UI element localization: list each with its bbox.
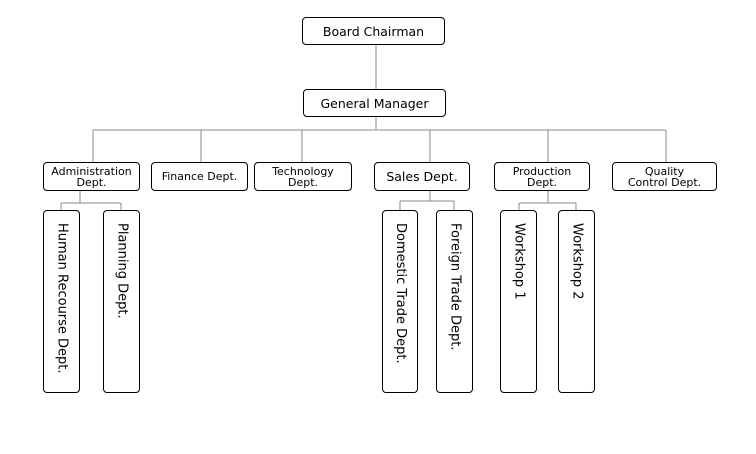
foreign-trade-dept-box: Foreign Trade Dept.: [436, 210, 473, 393]
production-dept-label: Production Dept.: [512, 164, 572, 189]
domestic-trade-dept-label: Domestic Trade Dept.: [393, 223, 408, 364]
domestic-trade-dept-box: Domestic Trade Dept.: [382, 210, 418, 393]
workshop-1-box: Workshop 1: [500, 210, 537, 393]
quality-control-dept-box: Quality Control Dept.: [612, 162, 717, 191]
workshop-2-box: Workshop 2: [558, 210, 595, 393]
finance-dept-box: Finance Dept.: [151, 162, 248, 191]
administration-dept-box: Administration Dept.: [43, 162, 140, 191]
technology-dept-label: Technology Dept.: [272, 164, 334, 189]
sales-dept-label: Sales Dept.: [386, 169, 458, 184]
quality-control-dept-label: Quality Control Dept.: [627, 164, 702, 189]
technology-dept-box: Technology Dept.: [254, 162, 352, 191]
workshop-1-label: Workshop 1: [511, 223, 527, 300]
production-dept-box: Production Dept.: [494, 162, 590, 191]
human-resource-dept-label: Human Recourse Dept.: [54, 223, 70, 374]
general-manager-label: General Manager: [320, 95, 429, 111]
foreign-trade-dept-label: Foreign Trade Dept.: [447, 223, 463, 351]
planning-dept-label: Planning Dept.: [114, 223, 130, 319]
human-resource-dept-box: Human Recourse Dept.: [43, 210, 80, 393]
workshop-2-label: Workshop 2: [569, 223, 585, 300]
sales-dept-box: Sales Dept.: [374, 162, 470, 191]
finance-dept-label: Finance Dept.: [161, 170, 238, 183]
board-chairman-label: Board Chairman: [322, 23, 425, 39]
administration-dept-label: Administration Dept.: [51, 164, 132, 189]
general-manager-box: General Manager: [303, 89, 446, 117]
planning-dept-box: Planning Dept.: [103, 210, 140, 393]
board-chairman-box: Board Chairman: [302, 17, 445, 45]
